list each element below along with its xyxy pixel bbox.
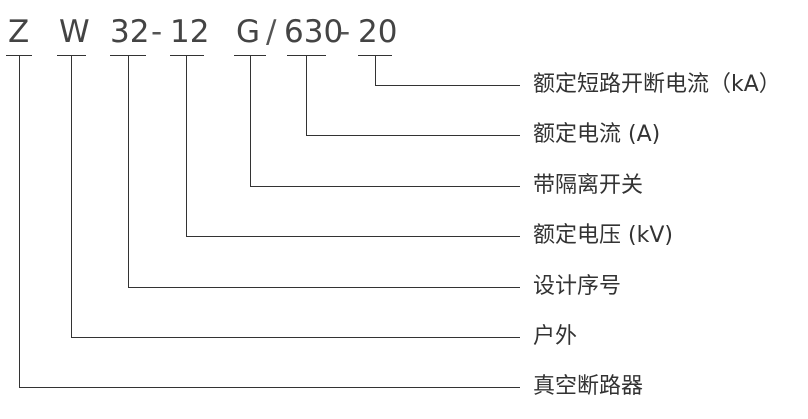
code-slash: /: [266, 14, 277, 50]
label-outdoor: 户外: [533, 324, 578, 349]
label-vacuum-breaker: 真空断路器: [533, 374, 644, 399]
code-z: Z: [8, 14, 30, 50]
code-630: 630: [284, 14, 344, 50]
code-32: 32: [110, 14, 150, 50]
label-rated-current: 额定电流 (A): [533, 122, 661, 147]
code-w: W: [59, 14, 90, 50]
code-20: 20: [358, 14, 398, 50]
label-isolating-switch: 带隔离开关: [533, 173, 644, 198]
code-dash-2: -: [339, 14, 351, 50]
code-dash-1: -: [151, 14, 163, 50]
code-12: 12: [170, 14, 210, 50]
code-g: G: [236, 14, 261, 50]
label-design-number: 设计序号: [533, 274, 622, 299]
label-rated-voltage: 额定电压 (kV): [533, 223, 673, 248]
label-breaking-current: 额定短路开断电流（kA）: [533, 72, 781, 97]
